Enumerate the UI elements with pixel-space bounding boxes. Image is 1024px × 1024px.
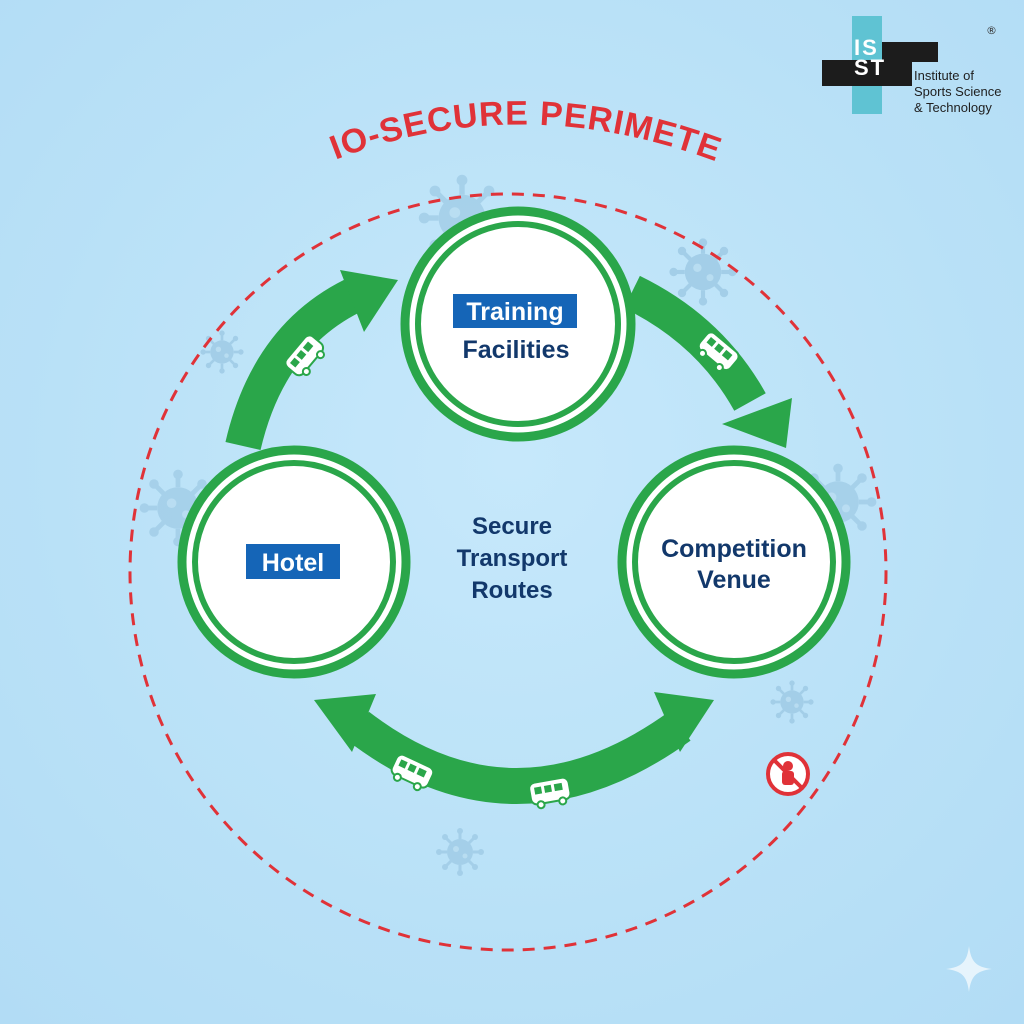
- logo-name: Institute of Sports Science & Technology: [914, 68, 1014, 116]
- perimeter-title: BIO-SECURE PERIMETER: [0, 0, 727, 169]
- registered-mark: ®: [986, 24, 997, 37]
- hotel-label: Hotel: [262, 549, 325, 577]
- virus-icon: [769, 679, 815, 725]
- center-line2: Transport: [457, 545, 568, 572]
- logo-bar-horizontal: [822, 60, 912, 86]
- node-competition-venue[interactable]: Competition Venue: [617, 445, 851, 679]
- center-label: Secure Transport Routes: [457, 513, 568, 604]
- transport-arrow-hotel-to-training: [225, 270, 398, 451]
- transport-arrow-venue-hotel: [314, 692, 714, 804]
- training-label-line2: Facilities: [463, 336, 570, 364]
- training-label-box: [453, 294, 577, 328]
- node-hotel[interactable]: Hotel: [177, 445, 411, 679]
- sparkle-icon: [946, 946, 992, 992]
- training-label: Training: [466, 298, 563, 326]
- center-line3: Routes: [471, 577, 552, 604]
- logo-letters-top: IS: [854, 35, 879, 60]
- logo-name-line1: Institute of: [914, 68, 974, 83]
- node-training-facilities[interactable]: Training Facilities: [400, 206, 636, 442]
- venue-label-line1: Competition: [661, 535, 807, 563]
- bio-secure-perimeter-ring: [128, 192, 888, 952]
- logo-letters-bottom: ST: [854, 55, 887, 80]
- no-entry-person-icon: [766, 752, 810, 796]
- logo-bar-top: [882, 42, 938, 62]
- logo-letters: IS ST: [854, 35, 887, 80]
- transport-arrow-training-to-venue: [623, 275, 792, 448]
- center-line1: Secure: [472, 513, 552, 540]
- bus-icon: [527, 775, 574, 811]
- virus-icon: [199, 329, 245, 375]
- logo-name-line2: Sports Science: [914, 84, 1002, 99]
- logo-name-line3: & Technology: [914, 100, 992, 115]
- hotel-label-box: [246, 544, 340, 579]
- venue-label-line2: Venue: [697, 566, 771, 594]
- virus-icon: [434, 826, 486, 878]
- isst-logo: IS ST ® Institute of Sports Science & Te…: [822, 16, 1012, 120]
